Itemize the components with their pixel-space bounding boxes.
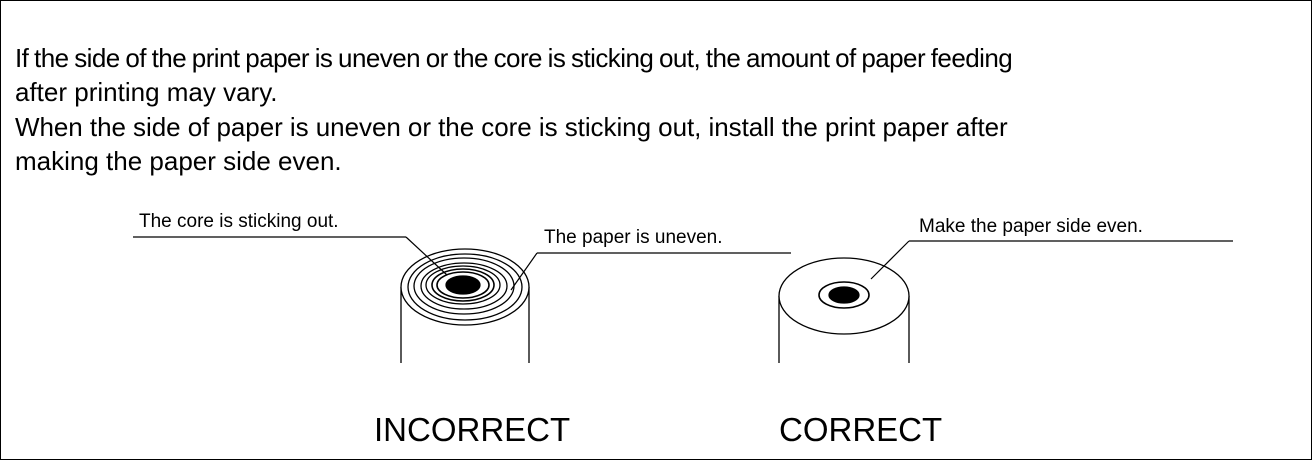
callout-core-sticking-out: The core is sticking out. — [139, 211, 339, 232]
instruction-text-line: making the paper side even. — [15, 146, 342, 176]
callout-paper-side-even: Make the paper side even. — [919, 216, 1143, 237]
instruction-text-line: after printing may vary. — [15, 77, 278, 107]
instruction-text-line: If the side of the print paper is uneven… — [15, 43, 1013, 73]
incorrect-callout-leaders — [133, 236, 791, 291]
correct-caption: CORRECT — [779, 411, 943, 448]
incorrect-paper-roll — [400, 248, 530, 363]
paper-roll-illustration — [133, 236, 1233, 363]
callout-paper-uneven: The paper is uneven. — [544, 227, 723, 248]
correct-callout-leader — [870, 240, 1233, 280]
incorrect-caption: INCORRECT — [374, 411, 571, 448]
correct-paper-roll — [778, 257, 910, 363]
instruction-text-line: When the side of paper is uneven or the … — [15, 112, 1008, 142]
